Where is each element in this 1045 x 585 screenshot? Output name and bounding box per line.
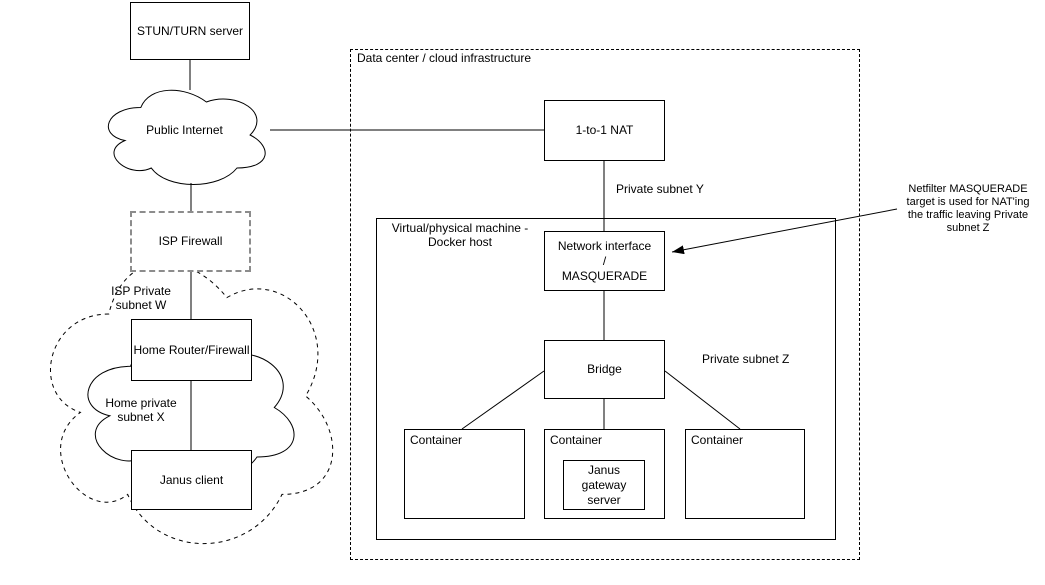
bridge-node: Bridge [544, 340, 665, 399]
isp-firewall-node: ISP Firewall [130, 211, 251, 272]
bridge-to-container1-line [461, 370, 545, 430]
isp-subnet-w-label: ISP Private subnet W [111, 284, 171, 312]
isp-firewall-label: ISP Firewall [158, 234, 223, 248]
data-center-region [350, 49, 860, 560]
janus-client-node: Janus client [131, 450, 252, 510]
home-router-firewall-node: Home Router/Firewall [131, 319, 252, 381]
container-1-label: Container [410, 433, 463, 447]
container-3-label: Container [691, 433, 744, 447]
network-interface-node: Network interface / MASQUERADE [544, 231, 665, 291]
data-center-label: Data center / cloud infrastructure [357, 51, 532, 65]
container-3-node: Container [685, 429, 805, 519]
one-to-one-nat-node: 1-to-1 NAT [544, 100, 665, 161]
stun-turn-server-node: STUN/TURN server [130, 2, 250, 60]
container-2-label: Container [550, 433, 603, 447]
container-1-node: Container [404, 429, 525, 519]
janus-gateway-server-node: Janus gateway server [563, 460, 645, 510]
stun-turn-server-label: STUN/TURN server [136, 23, 243, 38]
public-internet-label: Public Internet [146, 123, 223, 137]
private-subnet-y-label: Private subnet Y [616, 182, 704, 196]
private-subnet-z-label: Private subnet Z [702, 352, 790, 366]
janus-client-label: Janus client [159, 472, 224, 487]
home-router-firewall-label: Home Router/Firewall [133, 342, 250, 357]
one-to-one-nat-label: 1-to-1 NAT [575, 123, 634, 137]
network-interface-label: Network interface / MASQUERADE [557, 238, 652, 283]
janus-gateway-server-label: Janus gateway server [581, 462, 627, 507]
public-internet-cloud [107, 89, 266, 185]
masquerade-annotation: Netfilter MASQUERADE target is used for … [906, 183, 1030, 234]
docker-host-label: Virtual/physical machine - Docker host [391, 221, 529, 249]
home-subnet-x-label: Home private subnet X [105, 396, 177, 424]
bridge-to-container3-line [664, 370, 741, 430]
bridge-label: Bridge [587, 362, 622, 376]
docker-host-region [376, 218, 836, 540]
